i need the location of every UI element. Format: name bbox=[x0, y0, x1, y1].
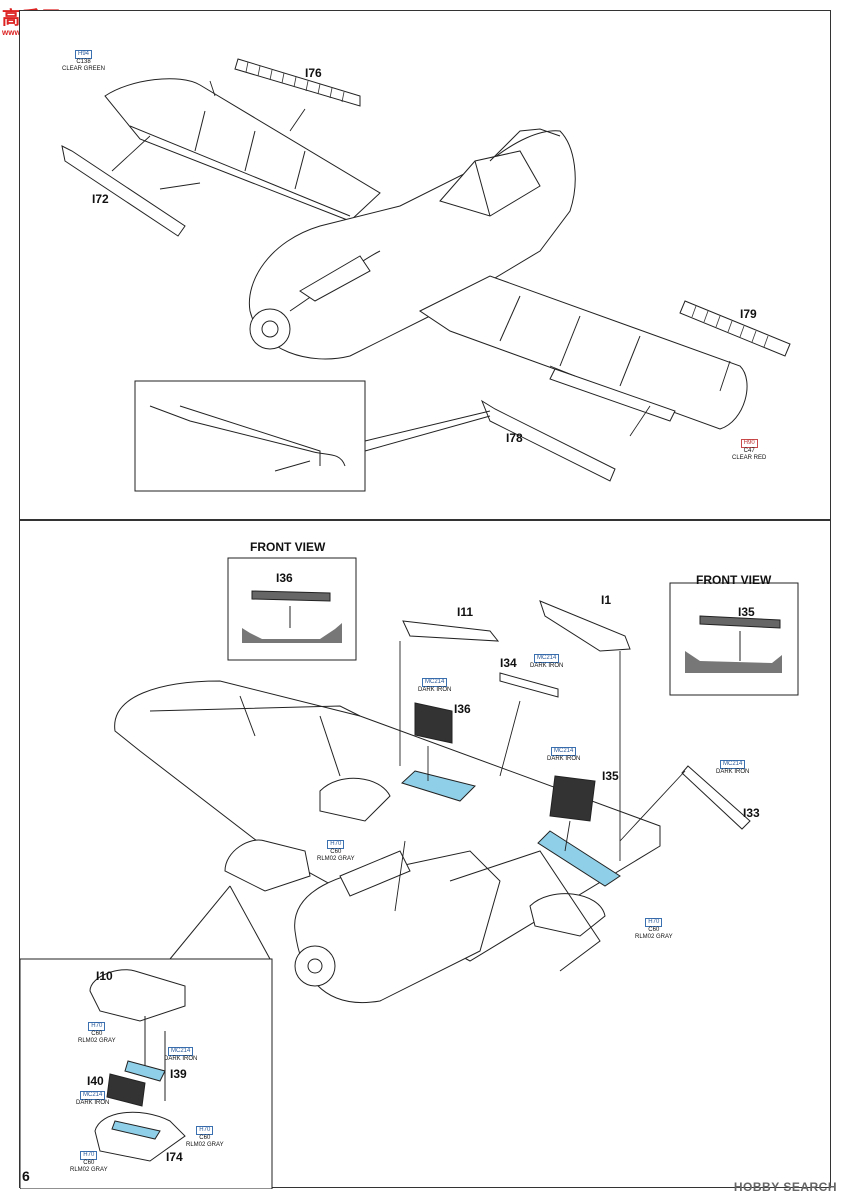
watermark-hobby-search: HOBBY SEARCH bbox=[733, 1180, 837, 1194]
part-label-i40: I40 bbox=[87, 1074, 104, 1088]
code-clear-red: CLEAR RED bbox=[732, 455, 767, 461]
code-dark-iron-i39: MC214 DARK IRON bbox=[164, 1047, 198, 1062]
color-code-clear-green: H94 C138 CLEAR GREEN bbox=[62, 50, 105, 73]
part-label-i78: I78 bbox=[506, 431, 523, 445]
page-number: 6 bbox=[22, 1168, 30, 1184]
code-rlm02-i10: H70 C60 RLM02 GRAY bbox=[78, 1022, 116, 1044]
code-dark-iron-i40: MC214 DARK IRON bbox=[76, 1091, 110, 1106]
front-view-left-part: I36 bbox=[276, 571, 293, 585]
part-label-i74: I74 bbox=[166, 1150, 183, 1164]
part-label-i10: I10 bbox=[96, 969, 113, 983]
code-rlm02-i74-left: H70 C60 RLM02 GRAY bbox=[70, 1151, 108, 1173]
code-h94: H94 bbox=[75, 50, 93, 59]
code-h90: H90 bbox=[740, 439, 758, 448]
code-rlm02-right: H70 C60 RLM02 GRAY bbox=[635, 918, 673, 940]
part-label-i76: I76 bbox=[305, 66, 322, 80]
code-dark-iron-i35: MC214 DARK IRON bbox=[547, 747, 581, 762]
part-label-i79: I79 bbox=[740, 307, 757, 321]
code-c47: C47 bbox=[743, 448, 755, 454]
code-rlm02-i74-right: H70 C60 RLM02 GRAY bbox=[186, 1126, 224, 1148]
part-label-i1: I1 bbox=[601, 593, 612, 607]
part-label-i33: I33 bbox=[743, 806, 760, 820]
code-dark-iron-i36: MC214 DARK IRON bbox=[418, 678, 452, 693]
part-label-i72: I72 bbox=[92, 192, 109, 206]
front-view-right-part: I35 bbox=[738, 605, 755, 619]
code-c138: C138 bbox=[76, 59, 91, 65]
bottom-drawing bbox=[20, 557, 799, 1189]
top-panel: I76 I72 I79 I78 H94 C138 CLEAR GREEN H90… bbox=[19, 10, 831, 520]
part-label-i39: I39 bbox=[170, 1067, 187, 1081]
part-label-i36: I36 bbox=[454, 702, 471, 716]
part-label-i35: I35 bbox=[602, 769, 619, 783]
color-code-clear-red: H90 C47 CLEAR RED bbox=[732, 439, 766, 462]
code-rlm02-wing: H70 C60 RLM02 GRAY bbox=[317, 840, 355, 862]
top-drawing bbox=[61, 58, 791, 492]
part-label-i34: I34 bbox=[500, 656, 517, 670]
bottom-panel: FRONT VIEW I36 FRONT VIEW I35 I11 I1 I34… bbox=[19, 520, 831, 1189]
code-dark-iron-i34: MC214 DARK IRON bbox=[530, 654, 564, 669]
code-dark-iron-i33: MC214 DARK IRON bbox=[716, 760, 750, 775]
code-clear-green: CLEAR GREEN bbox=[62, 66, 106, 72]
front-view-right-title: FRONT VIEW bbox=[696, 573, 772, 587]
part-label-i11: I11 bbox=[457, 605, 474, 619]
front-view-left-title: FRONT VIEW bbox=[250, 540, 326, 554]
